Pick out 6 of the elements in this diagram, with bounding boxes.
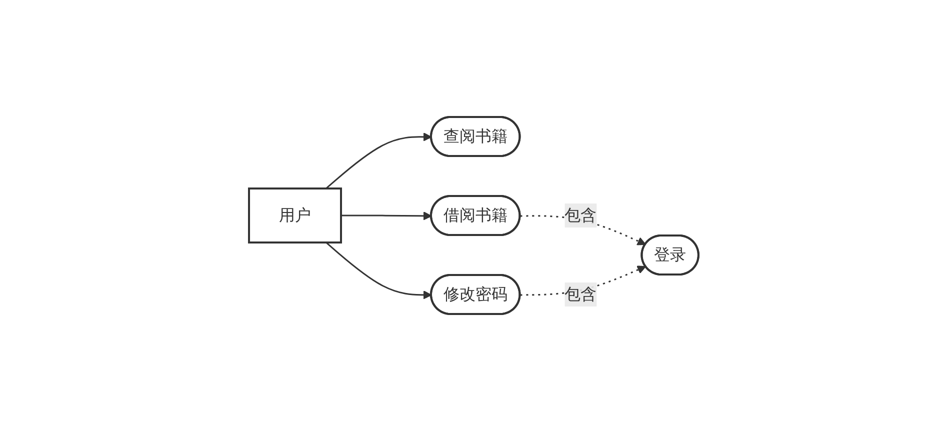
node-box: 用户 [248,188,342,244]
arrow [326,132,432,190]
arrow [341,212,432,220]
edge-label: 包含 [564,284,597,304]
arrow [326,242,432,300]
edge-label: 包含 [564,205,597,224]
